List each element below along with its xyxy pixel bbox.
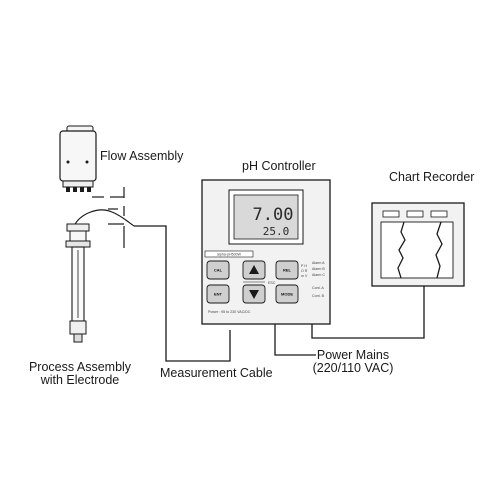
- lcd-ph-value: 7.00: [253, 205, 294, 225]
- recorder-cable: [311, 286, 425, 339]
- power-spec: Power : 95 to 230 VAC/DC: [208, 310, 251, 314]
- flow-assembly-label: Flow Assembly: [100, 149, 184, 163]
- status-3: m V: [301, 274, 308, 278]
- process-assembly-label-line2: with Electrode: [40, 373, 120, 387]
- indicator-4: Cont. A: [312, 286, 324, 290]
- ent-button-label: ENT: [214, 292, 223, 297]
- cal-button-label: CAL: [214, 268, 223, 273]
- power-cable: [274, 324, 316, 356]
- esc-label: ESC: [268, 281, 276, 285]
- recorder-trace-1: [397, 221, 406, 279]
- process-assembly-label: Process Assembly: [28, 360, 132, 374]
- rel-button-label: REL: [283, 268, 292, 273]
- down-arrow-icon: [249, 290, 259, 299]
- indicator-5: Cont. B: [312, 294, 325, 298]
- up-arrow-icon: [249, 265, 259, 274]
- flow-connector: [92, 187, 125, 248]
- power-mains-label-block: Power Mains (220/110 VAC): [309, 349, 397, 375]
- chart-recorder: [371, 202, 465, 287]
- ph-controller: 7.00 25.0 alpha-pH500W CAL ENT ESC REL M…: [201, 179, 331, 325]
- indicator-2: Alarm B: [312, 267, 325, 271]
- process-assembly: [65, 209, 135, 343]
- process-assembly-label-block: Process Assembly with Electrode: [26, 361, 134, 387]
- brand-label: alpha-pH500W: [217, 253, 242, 257]
- chart-recorder-label: Chart Recorder: [389, 170, 475, 184]
- power-mains-label: Power Mains: [316, 348, 390, 362]
- lcd-temp-value: 25.0: [263, 225, 290, 238]
- mode-button-label: MODE: [281, 292, 293, 297]
- status-1: P H: [301, 264, 307, 268]
- measurement-cable-label: Measurement Cable: [160, 366, 273, 380]
- status-2: O R: [301, 269, 308, 273]
- flow-assembly: [59, 125, 97, 192]
- power-mains-label-line2: (220/110 VAC): [312, 361, 394, 375]
- ph-controller-label: pH Controller: [242, 159, 316, 173]
- indicator-3: Alarm C: [312, 273, 325, 277]
- recorder-trace-2: [435, 221, 443, 279]
- measurement-cable: [134, 225, 231, 362]
- indicator-1: Alarm A: [312, 261, 325, 265]
